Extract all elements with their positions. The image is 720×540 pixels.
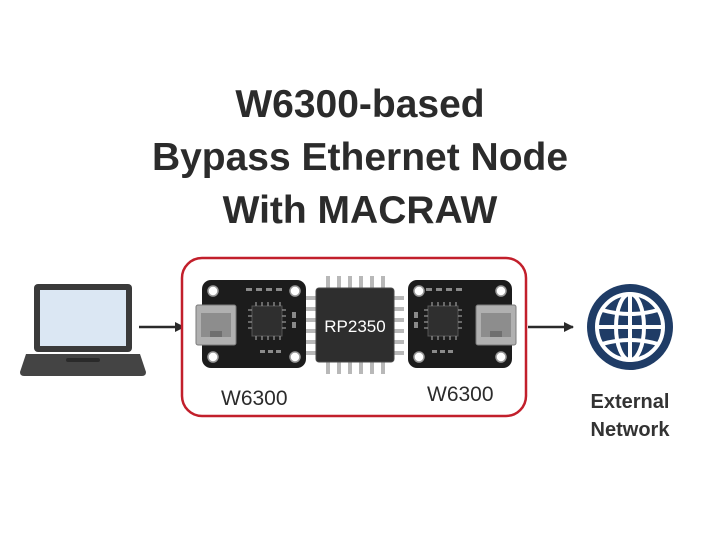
w6300-label-left: W6300 xyxy=(221,387,288,410)
title-line-1: W6300-based xyxy=(235,83,485,126)
rp2350-chip: RP2350 xyxy=(306,276,404,374)
title-line-3: With MACRAW xyxy=(222,189,498,232)
external-network-label: External Network xyxy=(570,388,690,444)
mcu-label: RP2350 xyxy=(324,317,385,336)
w6300-board-left xyxy=(195,280,306,368)
w6300-label-right: W6300 xyxy=(427,383,494,406)
ethernet-port-icon xyxy=(475,304,517,346)
w6300-board-right xyxy=(408,280,517,368)
title-line-2: Bypass Ethernet Node xyxy=(151,136,569,179)
laptop-icon xyxy=(20,284,146,376)
ethernet-port-icon xyxy=(195,304,237,346)
diagram-title: W6300-based Bypass Ethernet Node With MA… xyxy=(0,78,720,237)
globe-icon xyxy=(587,284,673,370)
external-network-line-2: Network xyxy=(590,419,670,441)
external-network-line-1: External xyxy=(590,391,670,413)
